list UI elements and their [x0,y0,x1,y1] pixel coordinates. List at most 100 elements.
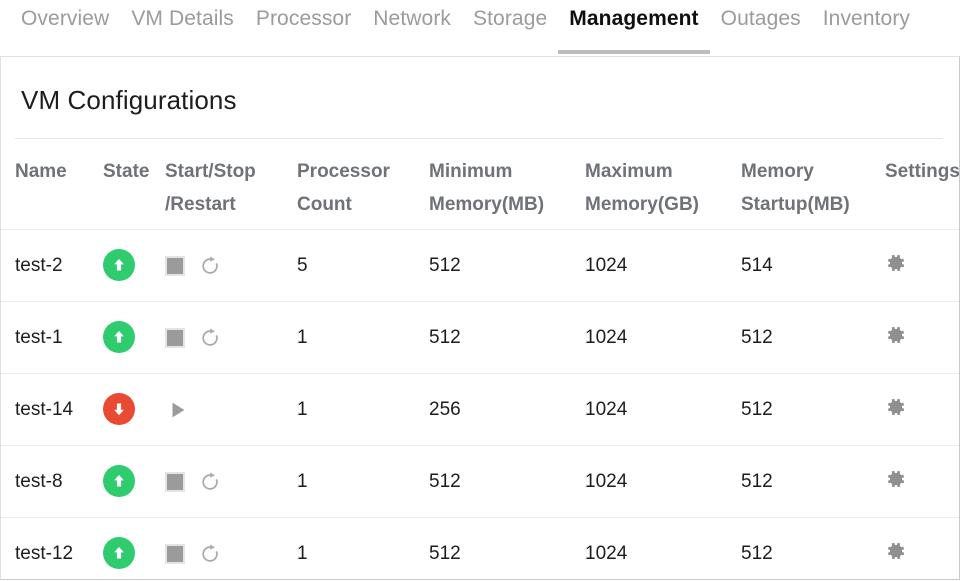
table-header: Name State Start/Stop /Restart Processor… [1,139,959,230]
active-tab-underline [558,50,710,54]
minimum-memory-value: 512 [429,254,461,276]
cell-memory-startup: 512 [737,373,881,446]
stop-icon[interactable] [165,471,185,492]
maximum-memory-value: 1024 [585,398,628,420]
vm-name-label: test-12 [15,542,74,564]
cell-state [103,445,165,518]
stop-icon[interactable] [165,255,185,276]
control-group [165,255,283,277]
cell-minimum-memory: 256 [425,373,581,446]
cell-vm-name: test-2 [1,229,103,302]
cell-minimum-memory: 512 [425,229,581,302]
column-header-processor-count: Processor Count [283,139,425,230]
cell-minimum-memory: 512 [425,517,581,579]
tab-label: Outages [720,7,801,30]
gear-icon[interactable] [885,468,907,490]
cell-state [103,301,165,374]
gear-icon[interactable] [885,324,907,346]
cell-processor-count: 1 [283,445,425,518]
cell-settings [881,301,959,374]
tab-label: Storage [473,7,548,30]
processor-count-value: 1 [297,398,308,420]
tab-label: Processor [255,7,352,30]
table-row: test-14 1 256 1024 512 [1,373,959,446]
cell-state [103,517,165,579]
cell-start-stop-restart [165,517,283,579]
arrow-down-circle-icon[interactable] [103,393,135,425]
arrow-up-circle-icon[interactable] [103,249,135,281]
tab-bar: Overview VM Details Processor Network St… [0,0,960,56]
restart-icon[interactable] [199,543,221,565]
stop-icon[interactable] [165,543,185,564]
vm-name-label: test-8 [15,470,63,492]
control-group [165,327,283,349]
vm-name-label: test-2 [15,254,63,276]
column-header-state-label: State [103,161,150,182]
tab-label: Management [569,7,699,30]
cell-memory-startup: 512 [737,445,881,518]
column-header-ssr-line2: /Restart [165,194,236,215]
gear-icon[interactable] [885,252,907,274]
tab-outages[interactable]: Outages [710,0,812,36]
tab-label: Inventory [822,7,911,30]
tab-network[interactable]: Network [362,0,462,36]
memory-startup-value: 512 [741,470,773,492]
tab-management[interactable]: Management [558,0,710,54]
column-header-settings: Settings [881,139,959,230]
maximum-memory-value: 1024 [585,326,628,348]
minimum-memory-value: 256 [429,398,461,420]
cell-settings [881,229,959,302]
cell-memory-startup: 512 [737,517,881,579]
arrow-up-circle-icon[interactable] [103,465,135,497]
column-header-maxmem-line1: Maximum [585,161,673,182]
memory-startup-value: 512 [741,542,773,564]
column-header-state: State [103,139,165,230]
stop-icon[interactable] [165,327,185,348]
column-header-name-label: Name [15,161,67,182]
control-group [165,471,283,493]
table-header-row: Name State Start/Stop /Restart Processor… [1,139,959,230]
column-header-minimum-memory: Minimum Memory(MB) [425,139,581,230]
tab-processor[interactable]: Processor [245,0,362,36]
arrow-up-circle-icon[interactable] [103,321,135,353]
minimum-memory-value: 512 [429,542,461,564]
play-icon[interactable] [167,399,189,421]
title-divider [15,138,943,139]
tab-overview[interactable]: Overview [10,0,120,36]
processor-count-value: 1 [297,326,308,348]
cell-start-stop-restart [165,301,283,374]
restart-icon[interactable] [199,255,221,277]
column-header-proc-line1: Processor [297,161,390,182]
gear-icon[interactable] [885,396,907,418]
tab-storage[interactable]: Storage [462,0,558,36]
vm-configurations-panel: VM Configurations Name State Start/Stop … [0,56,960,580]
column-header-maxmem-line2: Memory(GB) [585,194,700,215]
column-header-minmem-line2: Memory(MB) [429,194,545,215]
cell-memory-startup: 514 [737,229,881,302]
arrow-up-circle-icon[interactable] [103,537,135,569]
cell-maximum-memory: 1024 [581,229,737,302]
memory-startup-value: 514 [741,254,773,276]
restart-icon[interactable] [199,327,221,349]
restart-icon[interactable] [199,471,221,493]
maximum-memory-value: 1024 [585,254,628,276]
cell-processor-count: 1 [283,301,425,374]
vm-name-label: test-14 [15,398,74,420]
tab-vm-details[interactable]: VM Details [120,0,245,36]
cell-memory-startup: 512 [737,301,881,374]
memory-startup-value: 512 [741,398,773,420]
cell-state [103,229,165,302]
cell-settings [881,373,959,446]
gear-icon[interactable] [885,540,907,562]
processor-count-value: 1 [297,470,308,492]
tab-inventory[interactable]: Inventory [812,0,921,36]
column-header-name: Name [1,139,103,230]
cell-vm-name: test-12 [1,517,103,579]
control-group [165,399,283,421]
memory-startup-value: 512 [741,326,773,348]
